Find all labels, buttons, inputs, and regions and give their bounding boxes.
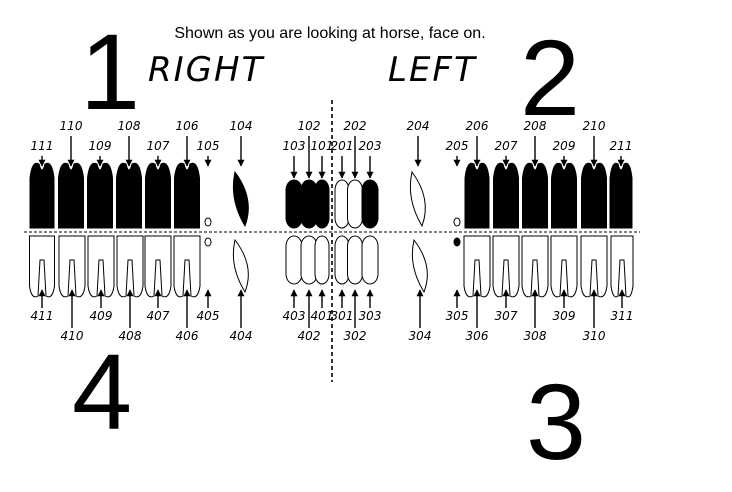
tooth-211 <box>609 162 633 229</box>
tooth-label-411: 411 <box>31 309 54 323</box>
tooth-210 <box>581 162 607 229</box>
tooth-label-406: 406 <box>176 329 199 343</box>
tooth-406 <box>173 235 201 298</box>
tooth-label-208: 208 <box>524 119 547 133</box>
tooth-403 <box>285 235 303 285</box>
tooth-label-405: 405 <box>197 309 220 323</box>
tooth-108 <box>116 162 142 229</box>
tooth-label-104: 104 <box>230 119 253 133</box>
tooth-label-103: 103 <box>283 139 306 153</box>
quadrant-3-number: 3 <box>526 361 587 482</box>
tooth-110 <box>58 162 84 229</box>
tooth-label-110: 110 <box>60 119 83 133</box>
tooth-204 <box>409 170 426 228</box>
tooth-label-102: 102 <box>298 119 321 133</box>
tooth-label-401: 401 <box>311 309 334 323</box>
tooth-308 <box>521 235 549 298</box>
tooth-301 <box>334 235 350 285</box>
tooth-label-304: 304 <box>409 329 432 343</box>
tooth-label-410: 410 <box>61 329 84 343</box>
tooth-311 <box>610 235 634 298</box>
caption: Shown as you are looking at horse, face … <box>174 25 486 42</box>
tooth-107 <box>145 162 171 229</box>
tooth-label-311: 311 <box>611 309 634 323</box>
tooth-label-301: 301 <box>331 309 354 323</box>
tooth-405 <box>204 237 212 247</box>
tooth-106 <box>174 162 200 229</box>
quadrant-1-number: 1 <box>80 11 141 132</box>
tooth-label-106: 106 <box>176 119 199 133</box>
tooth-label-407: 407 <box>147 309 170 323</box>
tooth-label-108: 108 <box>118 119 141 133</box>
tooth-206 <box>464 162 490 229</box>
tooth-label-408: 408 <box>119 329 142 343</box>
tooth-label-302: 302 <box>344 329 367 343</box>
tooth-201 <box>334 179 350 229</box>
tooth-304 <box>411 238 428 294</box>
tooth-111 <box>29 162 55 229</box>
tooth-label-204: 204 <box>407 119 430 133</box>
tooth-404 <box>232 238 249 294</box>
tooth-label-205: 205 <box>446 139 469 153</box>
tooth-label-101: 101 <box>311 139 334 153</box>
tooth-411 <box>29 235 55 298</box>
side-label-right: RIGHT <box>148 50 265 90</box>
tooth-409 <box>87 235 115 298</box>
tooth-label-202: 202 <box>344 119 367 133</box>
tooth-label-107: 107 <box>147 139 170 153</box>
tooth-label-303: 303 <box>359 309 382 323</box>
tooth-105 <box>204 217 212 227</box>
tooth-label-203: 203 <box>359 139 382 153</box>
tooth-410 <box>58 235 86 298</box>
tooth-309 <box>550 235 578 298</box>
quadrant-2-number: 2 <box>520 17 581 138</box>
tooth-205 <box>453 217 461 227</box>
tooth-label-207: 207 <box>495 139 518 153</box>
quadrant-4-number: 4 <box>72 331 133 452</box>
tooth-408 <box>116 235 144 298</box>
tooth-label-111: 111 <box>31 139 54 153</box>
tooth-202 <box>347 179 363 229</box>
tooth-207 <box>493 162 519 229</box>
tooth-label-307: 307 <box>495 309 518 323</box>
tooth-203 <box>361 179 379 229</box>
side-label-left: LEFT <box>388 50 477 90</box>
tooth-401 <box>314 235 330 285</box>
tooth-label-404: 404 <box>230 329 253 343</box>
tooth-label-109: 109 <box>89 139 112 153</box>
tooth-label-308: 308 <box>524 329 547 343</box>
tooth-305 <box>453 237 461 247</box>
tooth-label-402: 402 <box>298 329 321 343</box>
tooth-label-211: 211 <box>610 139 633 153</box>
tooth-label-310: 310 <box>583 329 606 343</box>
tooth-302 <box>347 235 363 285</box>
tooth-303 <box>361 235 379 285</box>
tooth-407 <box>144 235 172 298</box>
tooth-label-305: 305 <box>446 309 469 323</box>
tooth-109 <box>87 162 113 229</box>
tooth-label-309: 309 <box>553 309 576 323</box>
tooth-310 <box>580 235 608 298</box>
tooth-209 <box>551 162 577 229</box>
tooth-306 <box>463 235 491 298</box>
tooth-label-201: 201 <box>331 139 354 153</box>
tooth-307 <box>492 235 520 298</box>
tooth-103 <box>285 179 303 229</box>
tooth-label-409: 409 <box>90 309 113 323</box>
tooth-label-306: 306 <box>466 329 489 343</box>
tooth-101 <box>314 179 330 229</box>
tooth-208 <box>522 162 548 229</box>
tooth-label-105: 105 <box>197 139 220 153</box>
tooth-label-403: 403 <box>283 309 306 323</box>
tooth-label-209: 209 <box>553 139 576 153</box>
tooth-label-206: 206 <box>466 119 489 133</box>
tooth-label-210: 210 <box>583 119 606 133</box>
tooth-104 <box>232 170 249 228</box>
